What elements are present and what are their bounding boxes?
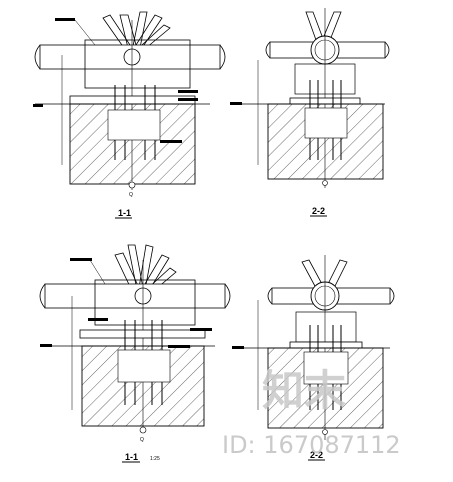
watermark-brand: 知末 [262, 366, 346, 415]
watermark: 知末 ID: 167087112 [222, 366, 401, 459]
section-title-1: 1-1 [118, 208, 131, 218]
view-1-1-bottom: Q 1-1 1:25 [39, 244, 231, 463]
view-2-2-top: 2-2 [230, 8, 390, 217]
anchor-label: Q [129, 192, 133, 198]
section-title-3: 1-1 [125, 452, 138, 462]
view-1-1-top: Q 1-1 [33, 11, 226, 219]
section-title-2: 2-2 [312, 206, 325, 216]
section-title-4: 2-2 [310, 450, 323, 460]
anchor-label-bottom: Q [140, 437, 144, 443]
scale-label: 1:25 [150, 456, 160, 462]
watermark-id: ID: 167087112 [222, 431, 401, 459]
view-2-2-bottom: 2-2 [232, 255, 395, 461]
